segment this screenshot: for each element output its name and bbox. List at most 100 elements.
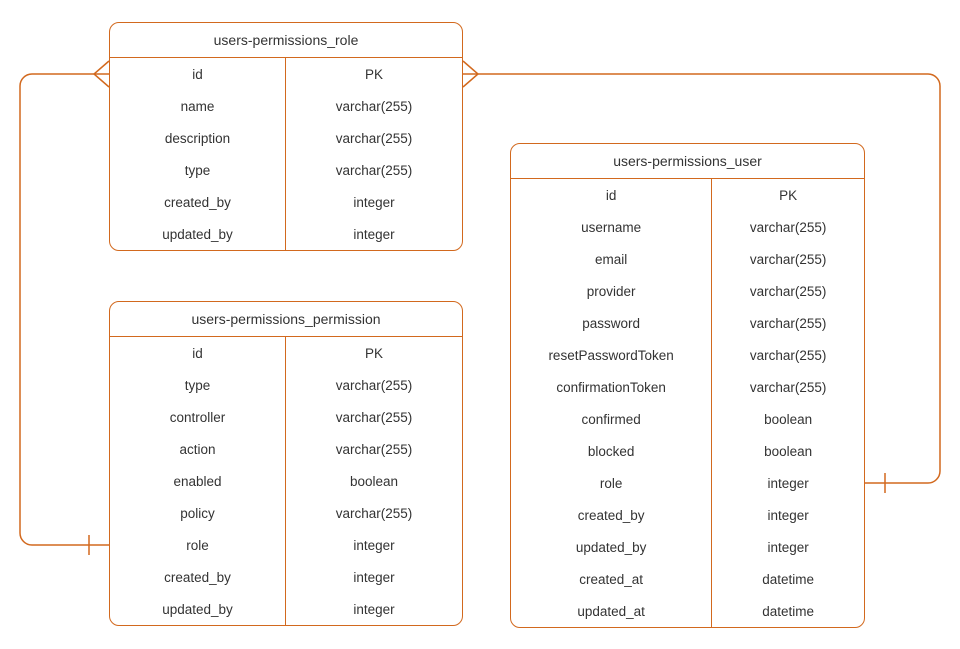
field-name: resetPasswordToken <box>511 339 713 371</box>
field-name: updated_by <box>110 593 286 625</box>
field-row: name varchar(255) <box>110 90 462 122</box>
field-name: action <box>110 433 286 465</box>
field-row: created_by integer <box>511 499 864 531</box>
entity-table-users-permissions-role[interactable]: users-permissions_role id PK name varchar(2… <box>109 22 463 251</box>
relationship-role-permission[interactable] <box>19 60 110 555</box>
field-name: role <box>110 529 286 561</box>
field-name: created_at <box>511 563 713 595</box>
field-type: varchar(255) <box>335 409 413 425</box>
field-row: action varchar(255) <box>110 433 462 465</box>
field-name: type <box>110 369 286 401</box>
field-name: enabled <box>110 465 286 497</box>
field-row: confirmationToken varchar(255) <box>511 371 864 403</box>
field-type: PK <box>779 187 798 203</box>
field-type: PK <box>364 66 383 82</box>
field-type: integer <box>353 537 395 553</box>
field-name: updated_by <box>110 218 286 250</box>
field-row: confirmed boolean <box>511 403 864 435</box>
field-row: updated_by integer <box>110 593 462 625</box>
field-name: id <box>110 337 286 369</box>
field-type: varchar(255) <box>749 283 827 299</box>
field-type: boolean <box>764 443 813 459</box>
field-type: varchar(255) <box>335 162 413 178</box>
field-row: resetPasswordToken varchar(255) <box>511 339 864 371</box>
field-name: confirmed <box>511 403 713 435</box>
field-name: updated_by <box>511 531 713 563</box>
field-row: controller varchar(255) <box>110 401 462 433</box>
field-type: varchar(255) <box>335 130 413 146</box>
field-rows: id PK name varchar(255) description varchar(2… <box>110 58 462 250</box>
field-row: created_by integer <box>110 186 462 218</box>
field-row: role integer <box>110 529 462 561</box>
table-title: users-permissions_role <box>110 23 462 58</box>
field-name: blocked <box>511 435 713 467</box>
field-type: integer <box>767 507 809 523</box>
field-type: PK <box>364 345 383 361</box>
field-type: datetime <box>762 571 814 587</box>
field-name: id <box>110 58 286 90</box>
field-name: description <box>110 122 286 154</box>
field-row: type varchar(255) <box>110 369 462 401</box>
field-type: varchar(255) <box>335 505 413 521</box>
field-name: created_by <box>110 561 286 593</box>
field-row: description varchar(255) <box>110 122 462 154</box>
field-type: integer <box>353 601 395 617</box>
field-rows: id PK username varchar(255) email varchar(255… <box>511 179 864 627</box>
field-name: type <box>110 154 286 186</box>
field-row: id PK <box>110 337 462 369</box>
table-title: users-permissions_permission <box>110 302 462 337</box>
field-type: varchar(255) <box>335 98 413 114</box>
field-type: boolean <box>764 411 813 427</box>
field-type: varchar(255) <box>749 379 827 395</box>
field-type: integer <box>353 194 395 210</box>
field-name: role <box>511 467 713 499</box>
field-row: updated_at datetime <box>511 595 864 627</box>
field-row: provider varchar(255) <box>511 275 864 307</box>
field-row: enabled boolean <box>110 465 462 497</box>
field-row: password varchar(255) <box>511 307 864 339</box>
field-row: id PK <box>511 179 864 211</box>
field-row: created_by integer <box>110 561 462 593</box>
entity-table-users-permissions-user[interactable]: users-permissions_user id PK username varch… <box>510 143 865 628</box>
table-title: users-permissions_user <box>511 144 864 179</box>
field-row: role integer <box>511 467 864 499</box>
field-row: updated_by integer <box>511 531 864 563</box>
field-row: email varchar(255) <box>511 243 864 275</box>
field-name: username <box>511 211 713 243</box>
field-row: username varchar(255) <box>511 211 864 243</box>
field-row: created_at datetime <box>511 563 864 595</box>
field-row: updated_by integer <box>110 218 462 250</box>
field-name: provider <box>511 275 713 307</box>
field-rows: id PK type varchar(255) controller varchar(25… <box>110 337 462 625</box>
field-type: varchar(255) <box>335 377 413 393</box>
field-name: policy <box>110 497 286 529</box>
field-type: integer <box>767 475 809 491</box>
field-row: id PK <box>110 58 462 90</box>
field-name: updated_at <box>511 595 713 627</box>
field-type: varchar(255) <box>749 251 827 267</box>
field-type: integer <box>767 539 809 555</box>
field-name: created_by <box>511 499 713 531</box>
field-name: name <box>110 90 286 122</box>
field-type: datetime <box>762 603 814 619</box>
field-name: created_by <box>110 186 286 218</box>
field-type: varchar(255) <box>749 219 827 235</box>
field-name: confirmationToken <box>511 371 713 403</box>
field-row: blocked boolean <box>511 435 864 467</box>
field-type: varchar(255) <box>749 347 827 363</box>
field-type: integer <box>353 226 395 242</box>
field-name: controller <box>110 401 286 433</box>
field-row: type varchar(255) <box>110 154 462 186</box>
crows-foot-many-marker <box>92 60 110 88</box>
field-type: integer <box>353 569 395 585</box>
relationship-line[interactable] <box>19 73 109 546</box>
field-name: password <box>511 307 713 339</box>
field-type: boolean <box>349 473 399 489</box>
field-name: id <box>511 179 713 211</box>
field-name: email <box>511 243 713 275</box>
field-type: varchar(255) <box>335 441 413 457</box>
crows-foot-many-marker <box>462 60 480 88</box>
field-type: varchar(255) <box>749 315 827 331</box>
entity-table-users-permissions-permission[interactable]: users-permissions_permission id PK type var… <box>109 301 463 626</box>
